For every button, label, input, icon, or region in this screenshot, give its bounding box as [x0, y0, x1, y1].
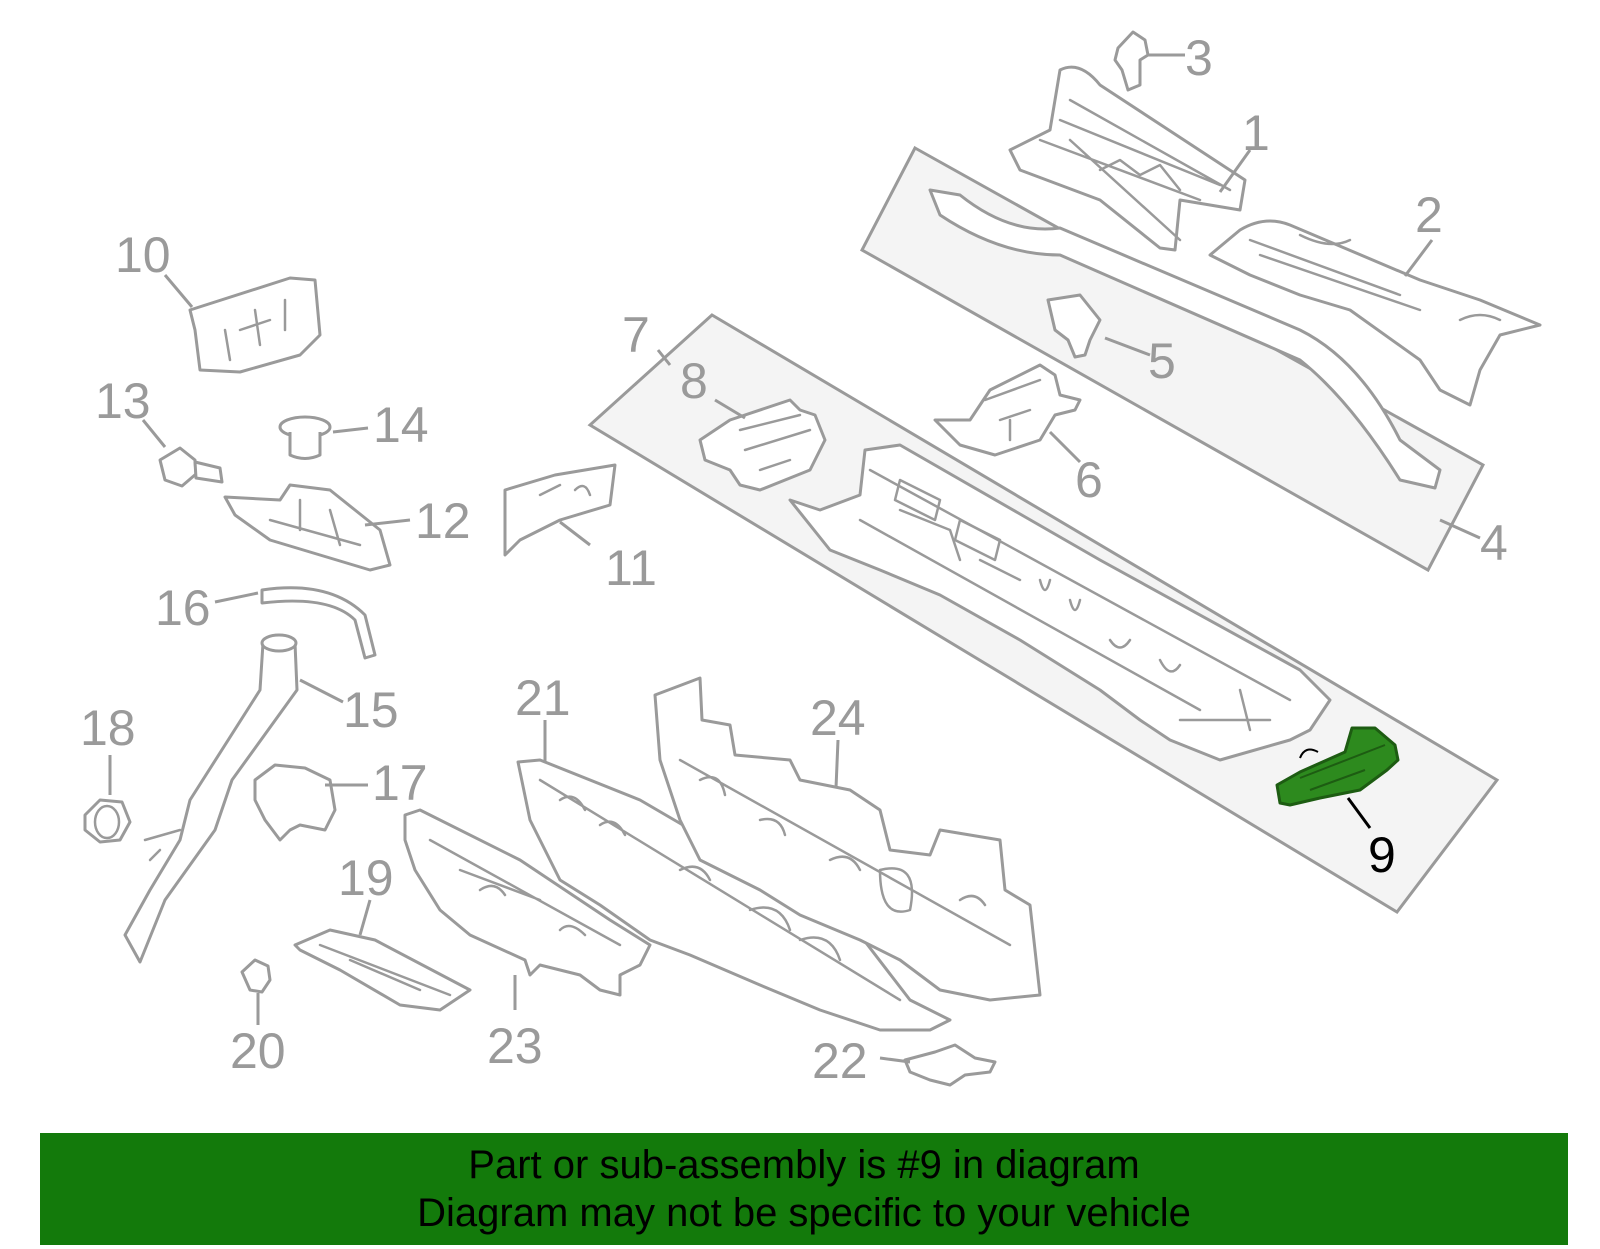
part-9-highlighted-bracket[interactable]	[1275, 726, 1400, 807]
callout-5: 5	[1148, 333, 1176, 389]
part-16-hose[interactable]	[260, 586, 377, 660]
part-24-insulator[interactable]	[653, 676, 1042, 1002]
callout-21: 21	[515, 670, 571, 726]
callout-6: 6	[1075, 452, 1103, 508]
callout-1: 1	[1242, 105, 1270, 161]
callout-4: 4	[1480, 515, 1508, 571]
parts-diagram: 1 2 3 4 5 6 7 8 9 10 11 12 13 14 15 16 1…	[80, 30, 1542, 1089]
info-banner: Part or sub-assembly is #9 in diagram Di…	[40, 1133, 1568, 1245]
callout-14: 14	[373, 397, 429, 453]
part-12-bracket[interactable]	[223, 483, 392, 572]
part-6-bracket[interactable]	[933, 363, 1082, 457]
part-8-bracket[interactable]	[698, 398, 827, 492]
part-2-cowl-side[interactable]	[1208, 219, 1542, 407]
part-11-bracket[interactable]	[503, 463, 617, 557]
leader-lines	[108, 53, 1481, 1064]
callout-8: 8	[680, 353, 708, 409]
part-5-clip[interactable]	[1046, 293, 1102, 359]
part-7-dash-panel[interactable]	[788, 443, 1332, 762]
part-22-bracket[interactable]	[903, 1043, 997, 1087]
part-10-bracket[interactable]	[188, 276, 322, 374]
group-box-4	[860, 145, 1486, 573]
callout-18: 18	[80, 700, 136, 756]
part-4-cowl-seal[interactable]	[928, 188, 1442, 490]
part-17-bracket[interactable]	[253, 763, 337, 842]
callout-11: 11	[605, 540, 657, 596]
callout-19: 19	[338, 850, 394, 906]
callout-10: 10	[115, 227, 171, 283]
part-19-panel[interactable]	[293, 928, 472, 1012]
callout-20: 20	[230, 1023, 286, 1079]
callout-23: 23	[487, 1018, 543, 1074]
part-15-tube[interactable]	[123, 633, 299, 964]
part-13-bolt[interactable]	[158, 446, 224, 488]
part-1-cowl-cover[interactable]	[1008, 65, 1247, 252]
part-23-insulator[interactable]	[403, 808, 652, 997]
banner-line-2: Diagram may not be specific to your vehi…	[417, 1191, 1191, 1235]
callout-3: 3	[1185, 30, 1213, 86]
part-14-grommet[interactable]	[278, 415, 332, 460]
callout-16: 16	[155, 580, 211, 636]
callout-15: 15	[343, 682, 399, 738]
banner-line-1: Part or sub-assembly is #9 in diagram	[468, 1143, 1140, 1187]
callout-17: 17	[372, 755, 428, 811]
callout-13: 13	[95, 373, 151, 429]
part-20-bolt[interactable]	[240, 958, 272, 994]
callout-9: 9	[1368, 827, 1396, 883]
callout-12: 12	[415, 493, 471, 549]
callout-labels: 1 2 3 4 5 6 7 8 9 10 11 12 13 14 15 16 1…	[80, 30, 1508, 1089]
callout-2: 2	[1415, 187, 1443, 243]
callout-22: 22	[812, 1033, 868, 1089]
callout-7: 7	[622, 307, 650, 363]
callout-24: 24	[810, 690, 866, 746]
part-18-plug[interactable]	[83, 798, 132, 844]
part-3-clip[interactable]	[1113, 30, 1150, 92]
